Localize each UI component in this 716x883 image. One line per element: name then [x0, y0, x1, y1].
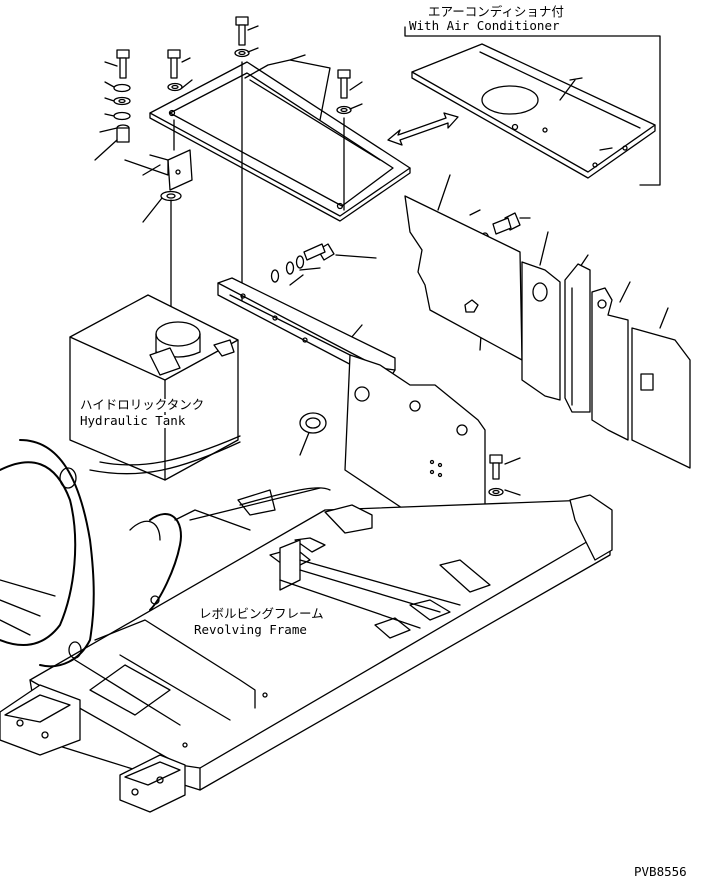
bolts-and-washers	[113, 16, 521, 497]
air-conditioner-label-en: With Air Conditioner	[409, 18, 560, 33]
hydraulic-tank-label-en: Hydraulic Tank	[80, 413, 186, 428]
bracket	[124, 149, 193, 202]
hydraulic-tank	[69, 294, 239, 481]
hydraulic-tank-label-jp: ハイドロリックタンク	[80, 397, 205, 412]
air-conditioner-inset	[404, 26, 661, 186]
revolving-frame	[0, 435, 613, 813]
double-arrow	[387, 112, 459, 146]
side-panels	[404, 195, 691, 469]
top-cover-plate	[149, 54, 411, 222]
drawing-code: PVB8556	[634, 864, 687, 879]
revolving-frame-label-jp: レボルビングフレーム	[199, 606, 324, 621]
air-conditioner-label-jp: エアーコンディショナ付	[428, 4, 564, 19]
leader-lines	[94, 25, 669, 496]
revolving-frame-label-en: Revolving Frame	[194, 622, 307, 637]
